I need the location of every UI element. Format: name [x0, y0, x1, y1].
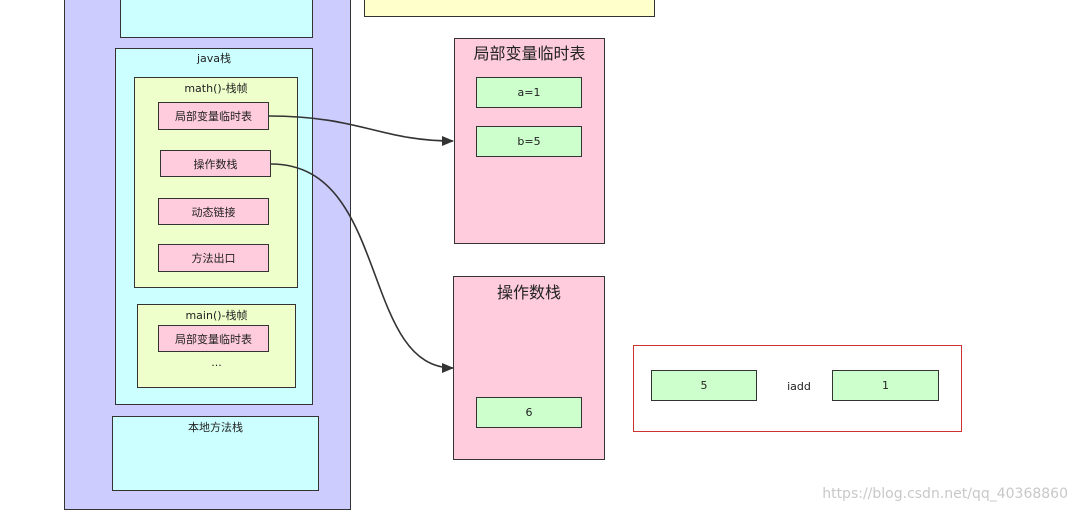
watermark: https://blog.csdn.net/qq_40368860 [822, 486, 1068, 502]
local-var-entry-a: a=1 [476, 77, 582, 108]
operand-stack-panel: 操作数栈 [453, 276, 605, 460]
arrow-to-operand-stack [270, 163, 454, 373]
java-stack-title: java栈 [196, 52, 232, 65]
local-var-entry-b: b=5 [476, 126, 582, 157]
math-method-exit: 方法出口 [158, 244, 269, 272]
math-local-var-table: 局部变量临时表 [158, 102, 269, 130]
iadd-left-operand: 5 [651, 370, 757, 401]
iadd-right-operand: 1 [832, 370, 939, 401]
native-method-stack: 本地方法栈 [112, 416, 319, 491]
main-frame-title: main()-栈帧 [185, 309, 248, 322]
operand-stack-title: 操作数栈 [496, 283, 561, 302]
top-stack-box [120, 0, 313, 38]
top-yellow-box [364, 0, 655, 17]
operand-stack-entry: 6 [476, 397, 582, 428]
iadd-operator: iadd [787, 379, 811, 393]
arrow-to-local-var-table [268, 115, 454, 146]
math-dynamic-linking: 动态链接 [158, 198, 269, 225]
math-frame-title: math()-栈帧 [184, 82, 248, 95]
main-frame-ellipsis: ... [211, 356, 222, 369]
math-operand-stack: 操作数栈 [160, 150, 271, 177]
local-var-table-title: 局部变量临时表 [473, 44, 586, 63]
main-local-var-table: 局部变量临时表 [158, 325, 269, 352]
native-method-stack-title: 本地方法栈 [188, 421, 243, 434]
